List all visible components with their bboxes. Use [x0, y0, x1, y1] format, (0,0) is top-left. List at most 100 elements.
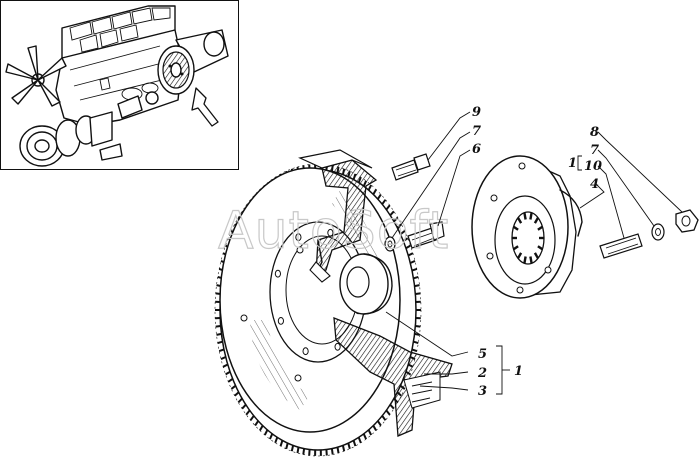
gear-tooth — [399, 230, 406, 236]
stud-10 — [599, 233, 643, 259]
gear-tooth — [413, 275, 419, 280]
callout-labels: 9 7 6 8 7 1 10 4 5 2 3 1 — [472, 105, 602, 399]
gear-tooth — [372, 189, 377, 195]
gear-tooth — [296, 447, 300, 454]
inset-flywheel — [157, 29, 229, 95]
gear-tooth — [415, 325, 421, 328]
gear-tooth — [279, 440, 284, 447]
spline-tooth — [516, 217, 523, 224]
gear-tooth — [372, 425, 377, 431]
gear-tooth — [215, 325, 221, 328]
callout-1-bottom: 1 — [514, 364, 523, 379]
gear-tooth — [415, 292, 421, 295]
callout-2: 2 — [477, 366, 487, 381]
gear-tooth — [216, 332, 222, 336]
gear-tooth — [234, 391, 240, 397]
spline-tooth — [512, 225, 519, 231]
drive-flange — [471, 155, 583, 299]
gear-tooth — [376, 193, 382, 200]
gear-tooth — [405, 244, 411, 250]
gear-tooth — [367, 429, 373, 436]
gear-tooth — [411, 348, 418, 353]
gear-tooth — [222, 363, 229, 368]
flywheel-assembly — [214, 149, 453, 457]
engine-accessories — [99, 91, 159, 161]
gear-tooth — [237, 397, 243, 404]
engine-fan — [5, 45, 67, 107]
gear-tooth — [385, 204, 391, 211]
spline-tooth — [523, 256, 527, 264]
gear-tooth — [411, 267, 418, 272]
gear-tooth — [381, 415, 387, 421]
gear-tooth — [220, 356, 227, 361]
callout-9: 9 — [472, 105, 481, 120]
gear-tooth — [268, 433, 274, 440]
gear-tooth — [218, 348, 225, 353]
bolt-6 — [407, 221, 445, 249]
spline-tooth — [537, 245, 544, 251]
gear-tooth — [330, 448, 334, 455]
gear-tooth — [393, 216, 399, 223]
gear-tooth — [352, 440, 357, 447]
inset-pointer-arrow — [191, 87, 219, 127]
gear-tooth — [336, 447, 340, 454]
engine-pulleys — [19, 111, 113, 167]
leader-lines — [385, 111, 683, 395]
gear-tooth — [249, 415, 255, 421]
spline-tooth — [529, 256, 533, 264]
flywheel-section-top — [315, 159, 378, 275]
gear-tooth — [389, 210, 395, 216]
gear-tooth — [290, 445, 295, 452]
callout-5: 5 — [478, 347, 487, 362]
gear-tooth — [362, 433, 368, 440]
gear-tooth — [217, 340, 223, 345]
washer-7-right — [651, 223, 665, 241]
engine-inset — [0, 0, 239, 170]
gear-tooth — [357, 436, 362, 444]
callout-8: 8 — [590, 125, 599, 140]
callout-10: 10 — [584, 159, 602, 174]
gear-tooth — [409, 259, 416, 264]
spline-tooth — [516, 252, 523, 259]
gear-tooth — [402, 237, 409, 243]
bearing-ring — [339, 253, 393, 315]
spline-tooth — [537, 225, 544, 231]
bolt-hole — [274, 269, 281, 278]
gear-tooth — [341, 445, 346, 452]
bolt-hole — [277, 317, 284, 325]
gear-tooth — [241, 404, 247, 410]
spline-tooth — [523, 212, 527, 220]
gear-tooth — [389, 404, 395, 410]
gear-tooth — [414, 284, 420, 288]
spline-tooth — [529, 212, 533, 220]
spline-tooth — [512, 245, 519, 251]
gear-tooth — [274, 436, 279, 444]
callout-4: 4 — [590, 177, 599, 192]
gear-tooth — [347, 442, 351, 450]
gear-tooth — [263, 429, 269, 436]
gear-tooth — [413, 340, 419, 345]
gear-tooth — [230, 384, 237, 390]
spline-tooth — [533, 217, 540, 224]
callout-6: 6 — [472, 142, 481, 157]
nut-8 — [675, 209, 699, 233]
washer-7-left — [384, 236, 396, 252]
bolt-hole — [302, 347, 309, 356]
callout-7-left: 7 — [472, 124, 481, 139]
gear-tooth — [376, 420, 382, 427]
gear-tooth — [385, 409, 391, 416]
gear-tooth — [225, 370, 231, 376]
gear-tooth — [254, 420, 260, 427]
bolt-hole — [295, 233, 302, 242]
gear-tooth — [259, 425, 264, 431]
callout-3: 3 — [478, 384, 487, 399]
bolt-hole — [334, 342, 341, 351]
gear-tooth — [367, 184, 373, 191]
gear-tooth — [227, 377, 234, 383]
gear-tooth — [245, 409, 251, 416]
spline-tooth — [533, 252, 540, 259]
gear-tooth — [381, 199, 387, 205]
callout-7-right: 7 — [590, 143, 599, 158]
spline-teeth — [512, 212, 544, 264]
